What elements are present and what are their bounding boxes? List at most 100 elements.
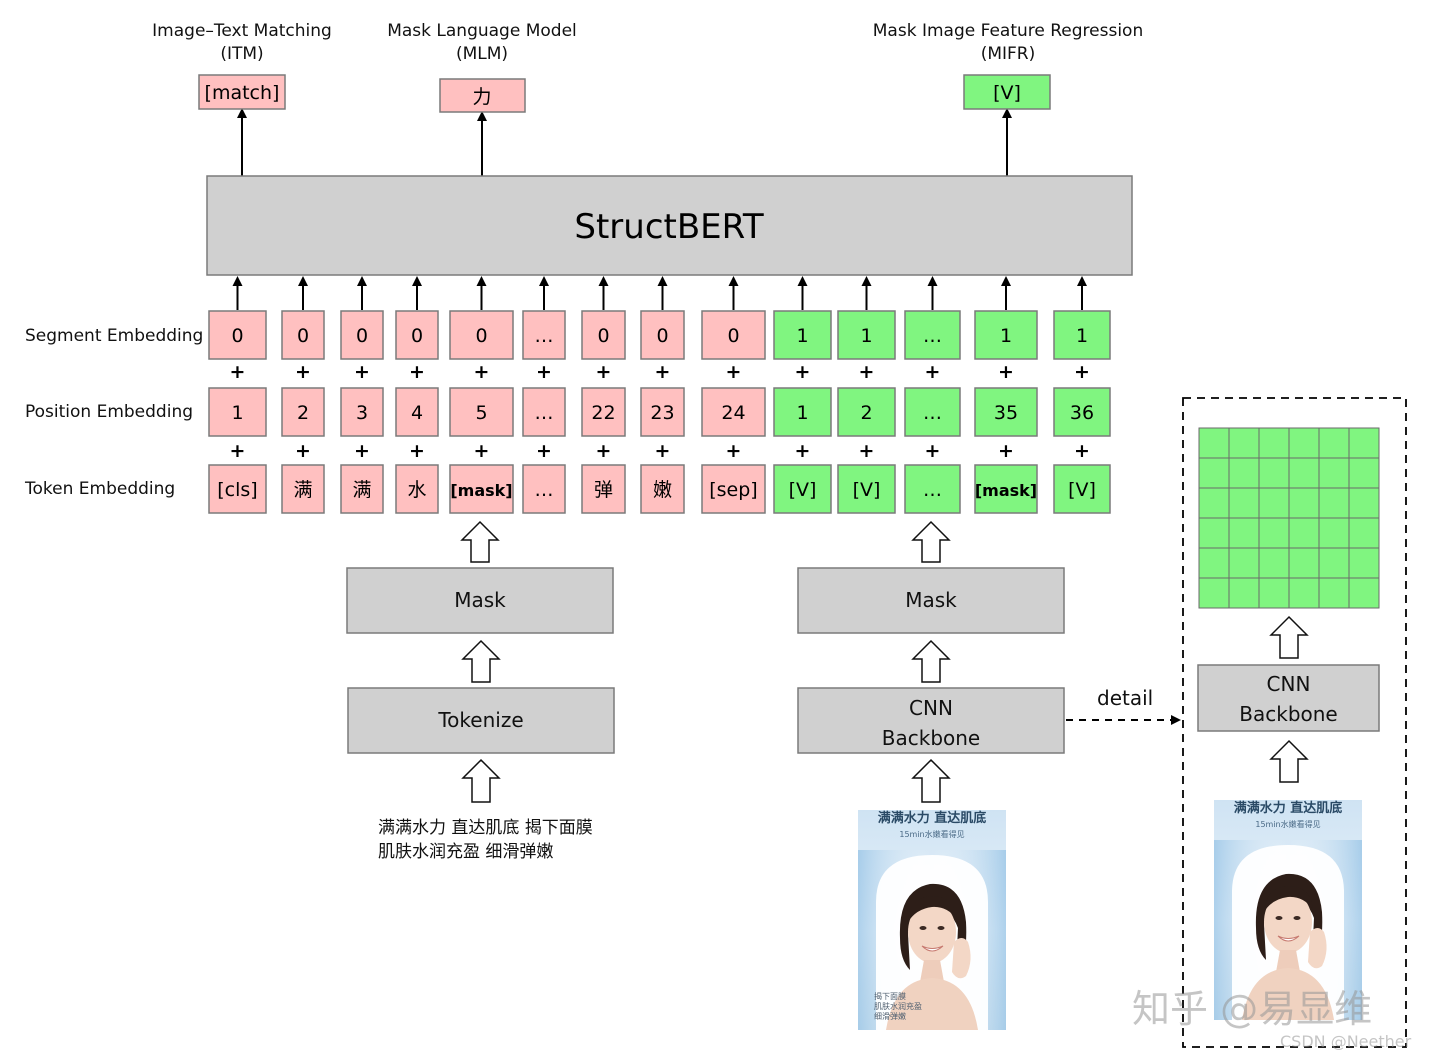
mifr-abbr: (MIFR) — [980, 44, 1036, 64]
position-embedding-value: 23 — [650, 402, 674, 424]
hollow-arrow-image-input — [911, 758, 951, 803]
plus-sign: + — [230, 361, 246, 383]
position-embedding-cell: 1 — [208, 387, 267, 437]
token-embedding-cell: 水 — [395, 464, 439, 514]
segment-embedding-cell: 1 — [1053, 310, 1111, 360]
token-embedding-value: 满 — [293, 479, 312, 501]
token-embedding-cell: 满 — [281, 464, 325, 514]
poster-caption-1: 揭下面膜 — [874, 992, 906, 1001]
feature-cell — [1348, 577, 1380, 609]
cnn-backbone-block — [797, 687, 1065, 754]
plus-sign: + — [726, 440, 742, 462]
tokenize-label: Tokenize — [438, 708, 524, 732]
itm-output-token: [match] — [205, 82, 280, 104]
detail-poster-headline: 满满水力 直达肌底 — [1233, 801, 1343, 816]
segment-embedding-cell: 1 — [974, 310, 1038, 360]
mifr-output-token: [V] — [993, 82, 1021, 104]
plus-sign: + — [925, 361, 941, 383]
structbert-block: StructBERT — [206, 175, 1133, 276]
feature-cell — [1348, 517, 1380, 549]
token-embedding-cell: [mask] — [974, 464, 1038, 514]
feature-cell — [1318, 517, 1350, 549]
position-embedding-cell: … — [522, 387, 566, 437]
token-embedding-value: 水 — [407, 479, 426, 501]
position-embedding-cell: 2 — [281, 387, 325, 437]
csdn-watermark: CSDN @Neether — [1280, 1032, 1412, 1051]
feature-grid — [1198, 427, 1380, 609]
mlm-abbr: (MLM) — [455, 44, 509, 64]
image-mask-block — [797, 567, 1065, 634]
segment-embedding-cell: 0 — [208, 310, 267, 360]
mlm-output-box: 力 — [439, 78, 526, 113]
position-embedding-cell: 36 — [1053, 387, 1111, 437]
embedding-grid: 01[cls]++02满++03满++04水++05[mask]++………++0… — [208, 276, 1111, 514]
position-embedding-cell: 35 — [974, 387, 1038, 437]
position-embedding-value: 36 — [1070, 402, 1094, 424]
token-embedding-value: … — [535, 479, 554, 501]
plus-sign: + — [354, 440, 370, 462]
position-embedding-cell: 1 — [773, 387, 832, 437]
plus-sign: + — [409, 361, 425, 383]
input-text-line2: 肌肤水润充盈 细滑弹嫩 — [378, 842, 554, 862]
zhihu-watermark: 知乎 @易显维 — [1132, 987, 1373, 1031]
segment-embedding-value: 1 — [1000, 325, 1012, 347]
hollow-arrow-image-mask — [911, 520, 951, 563]
segment-embedding-cell: 0 — [395, 310, 439, 360]
token-embedding-cell: [mask] — [449, 464, 514, 514]
token-embedding-value: … — [923, 479, 942, 501]
token-embedding-cell: [V] — [773, 464, 832, 514]
token-embedding-cell: [cls] — [208, 464, 267, 514]
plus-sign: + — [1074, 440, 1090, 462]
segment-embedding-cell: 0 — [640, 310, 685, 360]
text-mask-label: Mask — [454, 588, 506, 612]
token-embedding-cell: 嫩 — [640, 464, 685, 514]
token-embedding-cell: [V] — [837, 464, 896, 514]
plus-sign: + — [474, 440, 490, 462]
detail-label: detail — [1097, 686, 1154, 710]
feature-cell — [1228, 577, 1260, 609]
segment-embedding-cell: 0 — [449, 310, 514, 360]
tokenize-block — [347, 687, 615, 754]
feature-cell — [1198, 547, 1230, 579]
segment-embedding-value: … — [535, 325, 554, 347]
mifr-title-text: Mask Image Feature Regression — [872, 21, 1144, 41]
segment-embedding-value: 1 — [796, 325, 808, 347]
feature-cell — [1258, 487, 1290, 519]
text-mask-block — [346, 567, 614, 634]
token-embedding-value: [mask] — [975, 481, 1037, 500]
segment-embedding-value: … — [923, 325, 942, 347]
plus-sign: + — [474, 361, 490, 383]
position-embedding-value: 2 — [860, 402, 872, 424]
structbert-label: StructBERT — [574, 207, 763, 247]
position-embedding-value: 24 — [721, 402, 745, 424]
segment-embedding-value: 0 — [475, 325, 487, 347]
poster-caption-3: 细滑弹嫩 — [874, 1012, 906, 1021]
segment-embedding-cell: 0 — [281, 310, 325, 360]
poster-caption-2: 肌肤水润充盈 — [874, 1002, 922, 1011]
segment-embedding-cell: 0 — [701, 310, 766, 360]
token-embedding-value: [V] — [789, 479, 817, 501]
feature-cell — [1348, 457, 1380, 489]
detail-cnn-line1: CNN — [1266, 672, 1311, 696]
mifr-output-box: [V] — [963, 74, 1051, 110]
position-embedding-label: Position Embedding — [25, 402, 194, 422]
feature-cell — [1348, 427, 1380, 459]
segment-embedding-value: 0 — [597, 325, 609, 347]
feature-cell — [1318, 547, 1350, 579]
hollow-arrow-detail-cnn — [1269, 739, 1309, 783]
segment-embedding-cell: … — [904, 310, 961, 360]
plus-sign: + — [409, 440, 425, 462]
position-embedding-cell: … — [904, 387, 961, 437]
position-embedding-value: 1 — [231, 402, 243, 424]
hollow-arrow-text-input — [461, 758, 501, 803]
segment-embedding-label: Segment Embedding — [25, 326, 204, 346]
cnn-backbone-line2: Backbone — [881, 726, 981, 750]
token-embedding-value: [cls] — [217, 479, 257, 501]
feature-cell — [1288, 577, 1320, 609]
plus-sign: + — [596, 440, 612, 462]
feature-cell — [1198, 487, 1230, 519]
image-mask-label: Mask — [905, 588, 957, 612]
token-embedding-value: [sep] — [709, 479, 757, 501]
hollow-arrow-cnn — [911, 639, 951, 683]
segment-embedding-value: 0 — [356, 325, 368, 347]
